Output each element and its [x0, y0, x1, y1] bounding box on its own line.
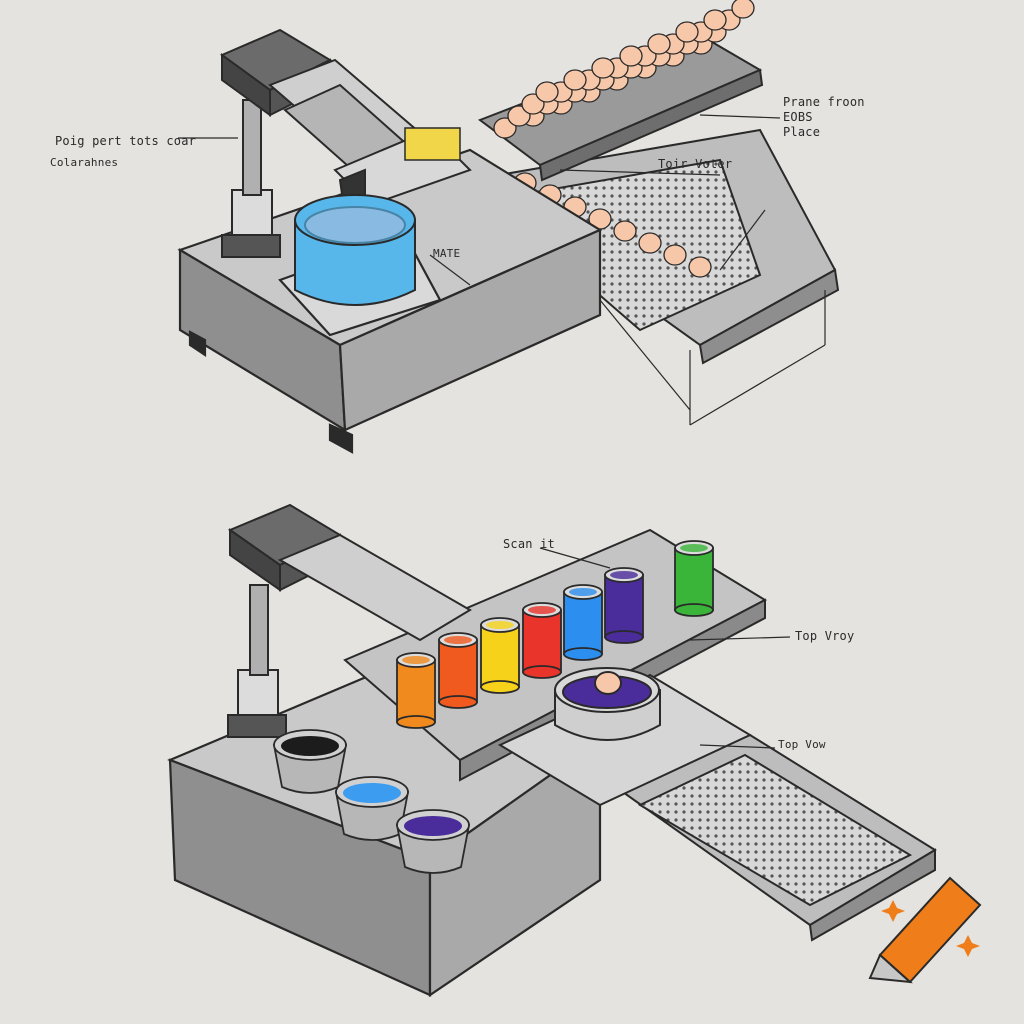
dye-can: [563, 584, 603, 661]
annotation-top-left: Poig pert tots coar: [55, 134, 197, 148]
annotation-top-left-2: Colarahnes: [50, 156, 119, 169]
egg: [563, 69, 587, 91]
dye-can: [522, 602, 562, 679]
dye-cans: [396, 540, 714, 729]
bottom-machine: [167, 503, 937, 998]
dye-can: [674, 540, 714, 617]
annotation-top-vroy: Top Vroy: [795, 629, 855, 643]
dye-cup: [272, 729, 348, 794]
dye-can: [604, 567, 644, 644]
annotation-tank: MATE: [433, 247, 461, 260]
egg: [613, 220, 637, 242]
annotation-scan: Scan it: [503, 537, 555, 551]
top-eggs: [493, 0, 755, 278]
dye-can: [480, 617, 520, 694]
egg: [619, 45, 643, 67]
crayon-icon: [868, 876, 982, 984]
dye-cup: [334, 776, 410, 841]
water-tank: [294, 194, 416, 306]
egg: [535, 81, 559, 103]
dye-can: [396, 652, 436, 729]
egg: [703, 9, 727, 31]
dye-can: [438, 632, 478, 709]
dye-cup: [395, 809, 471, 874]
egg: [688, 256, 712, 278]
top-dimension-lines: [178, 114, 826, 426]
top-machine: [177, 0, 840, 454]
bottom-guide-lines: [539, 547, 791, 749]
egg: [591, 57, 615, 79]
dye-cups: [272, 729, 471, 874]
annotation-top-mid: Toir Voter: [658, 157, 733, 171]
annotation-top-vow: Top Vow: [778, 738, 826, 751]
egg: [647, 33, 671, 55]
egg: [675, 21, 699, 43]
gripper: [404, 127, 461, 161]
egg: [663, 244, 687, 266]
annotation-top-right: Prane froon EOBS Place: [783, 95, 865, 139]
egg: [638, 232, 662, 254]
purple-dye-bowl: [554, 667, 661, 741]
bottom-conveyor: [617, 733, 937, 942]
egg: [731, 0, 755, 19]
bottom-robot-arm: [227, 503, 472, 738]
